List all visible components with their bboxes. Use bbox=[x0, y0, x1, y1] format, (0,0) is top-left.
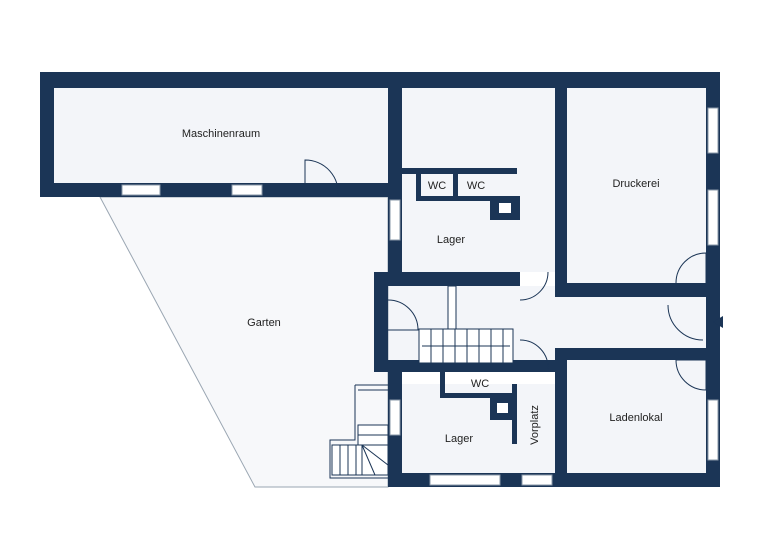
room-label-maschinenraum: Maschinenraum bbox=[182, 128, 260, 140]
room-label-lager-upper: Lager bbox=[437, 234, 465, 246]
door-druckerei bbox=[675, 252, 707, 284]
door-vorplatz bbox=[519, 339, 549, 371]
floors bbox=[54, 88, 706, 488]
door-corridor-left bbox=[387, 299, 419, 331]
room-label-ladenlokal: Ladenlokal bbox=[609, 412, 662, 424]
stairs-exterior bbox=[329, 384, 389, 479]
floor-maschinenraum bbox=[54, 88, 388, 183]
room-label-lager-lower: Lager bbox=[445, 433, 473, 445]
room-label-vorplatz: Vorplatz bbox=[529, 405, 541, 445]
entrance-arrow-icon bbox=[713, 316, 723, 328]
door-maschinenraum bbox=[304, 159, 339, 198]
doors bbox=[304, 159, 723, 391]
floor-druckerei bbox=[567, 88, 706, 283]
floor-lager-upper bbox=[402, 88, 555, 272]
room-label-garten: Garten bbox=[247, 317, 281, 329]
room-label-wc-2: WC bbox=[467, 180, 485, 192]
door-ladenlokal bbox=[675, 359, 707, 391]
door-entrance bbox=[667, 304, 704, 341]
room-label-druckerei: Druckerei bbox=[612, 178, 659, 190]
floor-lager-lower bbox=[402, 384, 555, 473]
room-label-wc-3: WC bbox=[471, 378, 489, 390]
stairs-interior bbox=[418, 285, 514, 364]
floor-garten bbox=[99, 196, 389, 488]
windows bbox=[121, 107, 719, 486]
room-label-wc-1: WC bbox=[428, 180, 446, 192]
door-lager bbox=[519, 271, 549, 301]
